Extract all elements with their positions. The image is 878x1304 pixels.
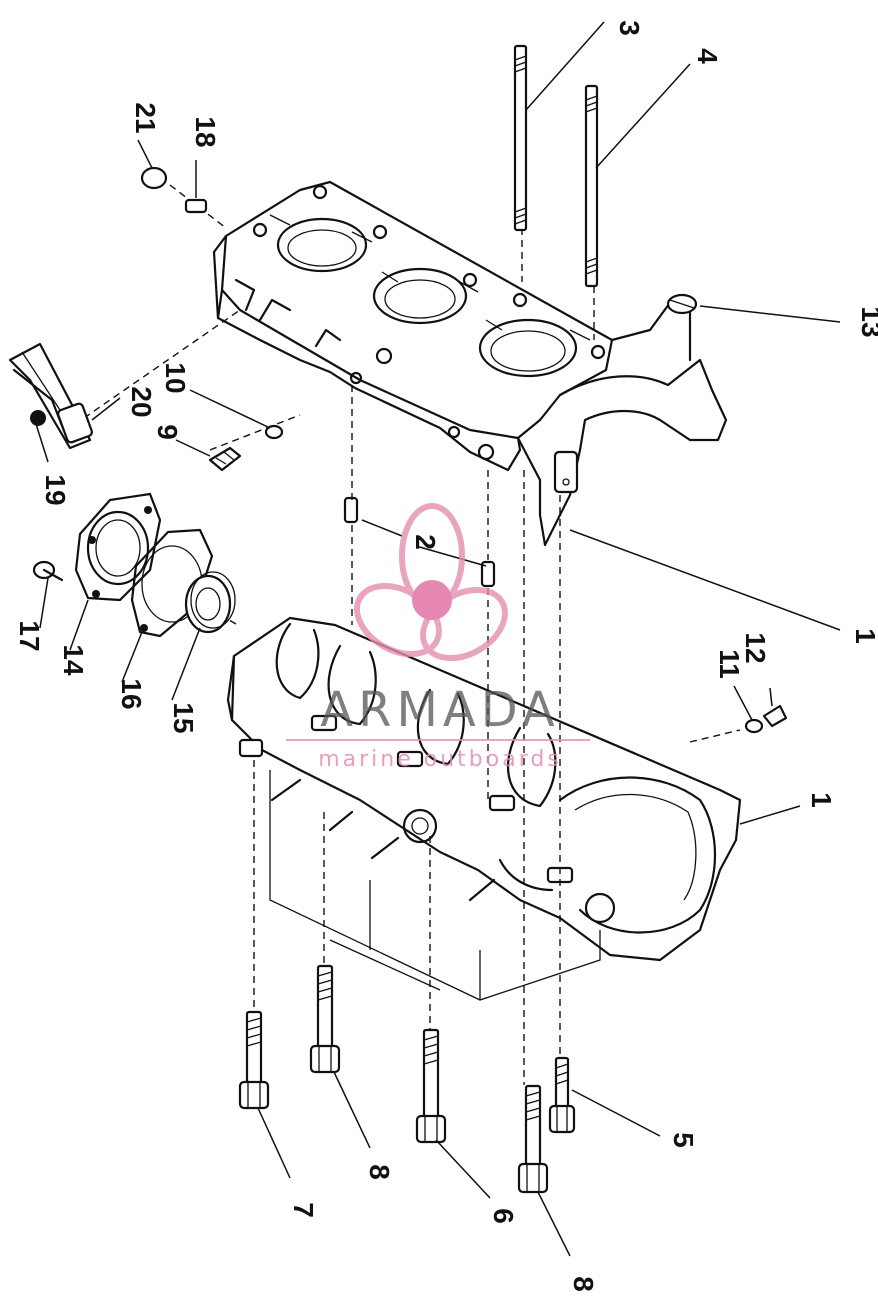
bolt-5 xyxy=(548,1056,576,1134)
stud-3 xyxy=(513,44,528,232)
fitting-19-20 xyxy=(8,342,94,450)
cap-21 xyxy=(140,166,168,190)
watermark-brand: ARMADA xyxy=(320,682,559,738)
callout-1-upper: 1 xyxy=(850,628,878,644)
callout-4: 4 xyxy=(692,48,723,64)
washer-10 xyxy=(264,424,284,440)
screw-17 xyxy=(32,560,64,582)
callout-13: 13 xyxy=(856,306,878,337)
bolt-8-right xyxy=(517,1084,549,1194)
plug-12 xyxy=(762,704,788,728)
callout-10: 10 xyxy=(160,362,191,393)
assembly-guide-lines xyxy=(83,184,741,1085)
plug-13 xyxy=(666,293,698,315)
callout-9: 9 xyxy=(152,424,183,440)
callout-2: 2 xyxy=(410,534,441,550)
bolt-7 xyxy=(238,1010,270,1110)
fitting-9 xyxy=(208,446,242,472)
bolt-8-left xyxy=(309,964,341,1074)
propeller-logo-icon xyxy=(354,503,508,662)
callout-17: 17 xyxy=(14,620,45,651)
seal-housing-14 xyxy=(74,492,162,602)
callout-6: 6 xyxy=(488,1208,519,1224)
callout-labels: 3 4 13 1 1 2 5 6 7 8 8 9 10 11 12 14 15 … xyxy=(14,20,878,1292)
fitting-18 xyxy=(184,198,208,214)
callout-11: 11 xyxy=(714,649,745,679)
callout-3: 3 xyxy=(614,20,645,36)
washer-11 xyxy=(744,718,764,734)
callout-8-left: 8 xyxy=(364,1164,395,1180)
callout-12: 12 xyxy=(740,632,771,663)
upper-crankcase-half xyxy=(212,180,728,547)
stud-4 xyxy=(584,84,599,288)
callout-14: 14 xyxy=(58,644,89,676)
callout-15: 15 xyxy=(168,702,199,733)
callout-19: 19 xyxy=(40,474,71,505)
oil-seal-15 xyxy=(184,571,236,634)
lower-crankcase-half xyxy=(226,496,742,1001)
bolt-6 xyxy=(415,1028,447,1144)
callout-8-right: 8 xyxy=(568,1276,599,1292)
callout-7: 7 xyxy=(288,1202,319,1218)
callout-18: 18 xyxy=(190,116,221,147)
callout-20: 20 xyxy=(126,386,157,417)
callout-16: 16 xyxy=(116,678,147,709)
callout-1-lower: 1 xyxy=(806,792,837,808)
leader-lines xyxy=(35,21,841,1257)
callout-21: 21 xyxy=(130,102,161,133)
armada-watermark: ARMADA marine outboards xyxy=(286,503,590,772)
watermark-tagline: marine outboards xyxy=(318,747,562,772)
callout-5: 5 xyxy=(668,1132,699,1148)
